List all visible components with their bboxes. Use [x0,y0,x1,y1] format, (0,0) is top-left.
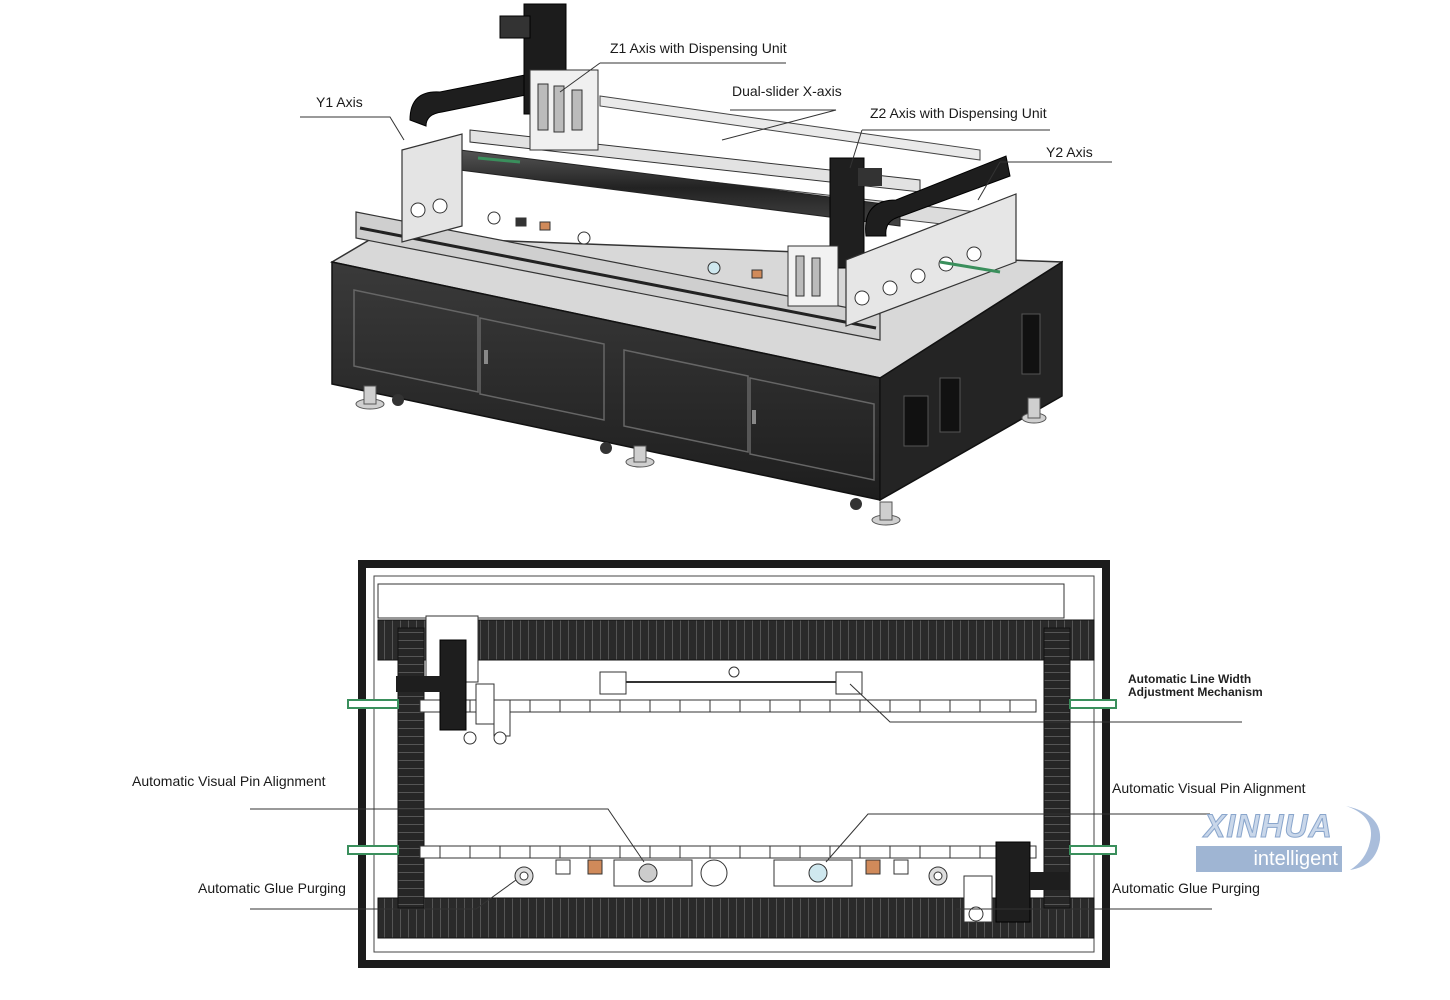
y1-axis-block [401,133,463,243]
gantry-base-front-rail [355,211,881,341]
cabinet-door [479,317,605,421]
conveyor-strip [477,156,521,164]
isometric-machine-view [329,3,1064,526]
side-feeder [347,699,399,709]
side-vent [939,377,961,433]
cabinet-door [749,377,875,481]
side-feeder [347,845,399,855]
leveling-feet [355,385,1047,526]
conveyor-ticks-upper [439,700,1011,712]
casters [392,394,862,510]
label-line-width-1: Automatic Line Width [1128,672,1252,686]
side-vent [903,395,929,447]
x-rail-top [377,619,1095,661]
label-pin-alignment-right: Automatic Visual Pin Alignment [1112,780,1306,796]
side-feeder [1069,699,1117,709]
y2-column [1043,627,1071,909]
logo-sub: intelligent [1196,846,1342,872]
wave-icon [1346,806,1381,870]
top-down-view [347,560,1117,968]
label-glue-purging-left: Automatic Glue Purging [198,880,346,896]
label-glue-purging-right: Automatic Glue Purging [1112,880,1260,896]
label-z2-axis: Z2 Axis with Dispensing Unit [870,105,1047,121]
conveyor-rail-upper [419,699,1037,713]
label-z1-axis: Z1 Axis with Dispensing Unit [610,40,787,56]
label-pin-alignment-left: Automatic Visual Pin Alignment [132,773,326,789]
xinhua-logo: XINHUA intelligent [1196,804,1382,876]
x-axis-beam [599,95,981,161]
cable-chain-y2 [865,155,1011,237]
cabinet-door [623,349,749,453]
label-y1-axis: Y1 Axis [316,94,363,110]
purge-stations [514,859,948,887]
door-handle [484,350,488,364]
y1-column [397,627,425,909]
label-line-width-2: Adjustment Mechanism [1128,685,1263,699]
cabinet-door [353,289,479,393]
top-leader-lines [300,62,1112,201]
conveyor-rail-lower [419,845,1037,859]
side-vent [1021,313,1041,375]
door-handle [752,410,756,424]
top-panel [377,583,1065,619]
side-feeder [1069,845,1117,855]
bottom-leader-lines [250,683,1242,910]
purge-pads [487,211,763,279]
logo-brand: XINHUA [1204,808,1333,845]
label-dual-slider-x-axis: Dual-slider X-axis [732,83,842,99]
z2-head [995,841,1031,923]
conveyor-strip [939,260,1001,274]
label-y2-axis: Y2 Axis [1046,144,1093,160]
